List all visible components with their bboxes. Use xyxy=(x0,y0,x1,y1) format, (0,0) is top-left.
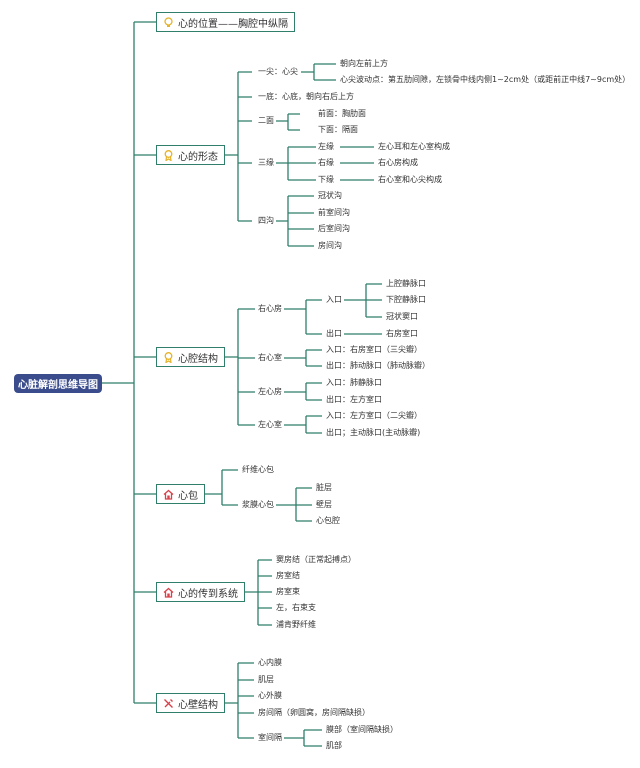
left-atrium-label: 左心房 xyxy=(258,387,282,396)
tools-icon xyxy=(163,698,174,709)
la-outlet: 出口：左方室口 xyxy=(326,395,382,404)
light-bulb-icon xyxy=(163,16,174,28)
ra-outlet: 出口 xyxy=(326,329,342,338)
parietal-layer: 壁层 xyxy=(316,500,332,509)
node-wall[interactable]: 心壁结构 xyxy=(156,693,225,713)
house-icon xyxy=(163,489,174,500)
groove-atrial: 房间沟 xyxy=(318,241,342,250)
node-shape[interactable]: 心的形态 xyxy=(156,145,225,165)
apex-beat-point: 心尖波动点：第五肋间隙，左锁骨中线内侧1~2cm处（或距前正中线7~9cm处） xyxy=(340,75,631,84)
rv-inlet: 入口：右房室口（三尖瓣） xyxy=(326,345,422,354)
rv-outlet: 出口：肺动脉口（肺动脉瓣） xyxy=(326,361,430,370)
endocardium: 心内膜 xyxy=(258,658,282,667)
house-icon xyxy=(163,587,174,598)
lv-outlet: 出口；主动脉口(主动脉瓣) xyxy=(326,428,421,437)
ra-outlet-avo: 右房室口 xyxy=(386,329,418,338)
membranous-part: 膜部（室间隔缺损） xyxy=(326,725,398,734)
node-label: 心的传到系统 xyxy=(178,588,238,600)
ra-inlet: 入口 xyxy=(326,295,342,304)
faces-label: 二面 xyxy=(258,116,274,125)
muscular-part: 肌部 xyxy=(326,741,342,750)
groove-posterior: 后室间沟 xyxy=(318,224,350,233)
face-front: 前面：胸肋面 xyxy=(318,109,366,118)
sa-node: 窦房结（正常起搏点） xyxy=(276,555,356,564)
visceral-layer: 脏层 xyxy=(316,483,332,492)
root-node[interactable]: 心脏解剖思维导图 xyxy=(14,374,102,393)
border-lower-desc: 右心室和心尖构成 xyxy=(378,175,442,184)
border-right-desc: 右心房构成 xyxy=(378,158,418,167)
purkinje-fibers: 浦肯野纤维 xyxy=(276,620,316,629)
av-node: 房室结 xyxy=(276,571,300,580)
node-pericardium[interactable]: 心包 xyxy=(156,484,205,504)
node-label: 心的形态 xyxy=(178,151,218,163)
ra-inlet-ivc: 下腔静脉口 xyxy=(386,295,426,304)
node-cavity[interactable]: 心腔结构 xyxy=(156,347,225,367)
fibrous-pericardium: 纤维心包 xyxy=(242,465,274,474)
lv-inlet: 入口：左方室口（二尖瓣） xyxy=(326,411,422,420)
groove-coronary: 冠状沟 xyxy=(318,191,342,200)
apex-direction: 朝向左前上方 xyxy=(340,59,388,68)
pericardial-cavity: 心包腔 xyxy=(316,516,340,525)
av-bundle: 房室束 xyxy=(276,587,300,596)
bundle-branches: 左，右束支 xyxy=(276,603,316,612)
award-ribbon-icon xyxy=(163,351,174,364)
ventricular-septum: 室间隔 xyxy=(258,733,282,742)
apex-label: 一尖：心尖 xyxy=(258,67,298,76)
node-label: 心壁结构 xyxy=(178,699,218,711)
borders-label: 三缘 xyxy=(258,158,274,167)
border-left: 左缘 xyxy=(318,142,334,151)
grooves-label: 四沟 xyxy=(258,216,274,225)
face-lower: 下面：隔面 xyxy=(318,125,358,134)
atrial-septum: 房间隔（卵圆窝，房间隔缺损） xyxy=(258,708,370,717)
award-ribbon-icon xyxy=(163,149,174,162)
node-label: 心腔结构 xyxy=(178,353,218,365)
groove-anterior: 前室间沟 xyxy=(318,208,350,217)
node-conduction[interactable]: 心的传到系统 xyxy=(156,582,245,602)
node-label: 心的位置——胸腔中纵隔 xyxy=(178,18,288,30)
myocardium: 肌层 xyxy=(258,675,274,684)
border-right: 右缘 xyxy=(318,158,334,167)
epicardium: 心外膜 xyxy=(258,691,282,700)
ra-inlet-svc: 上腔静脉口 xyxy=(386,279,426,288)
right-ventricle-label: 右心室 xyxy=(258,353,282,362)
node-position[interactable]: 心的位置——胸腔中纵隔 xyxy=(156,12,295,32)
serous-pericardium: 浆膜心包 xyxy=(242,500,274,509)
la-inlet: 入口：肺静脉口 xyxy=(326,378,382,387)
left-ventricle-label: 左心室 xyxy=(258,420,282,429)
right-atrium-label: 右心房 xyxy=(258,304,282,313)
ra-inlet-cs: 冠状窦口 xyxy=(386,312,418,321)
border-lower: 下缘 xyxy=(318,175,334,184)
node-label: 心包 xyxy=(178,490,198,502)
base-label: 一底：心底，朝向右后上方 xyxy=(258,92,354,101)
border-left-desc: 左心耳和左心室构成 xyxy=(378,142,450,151)
